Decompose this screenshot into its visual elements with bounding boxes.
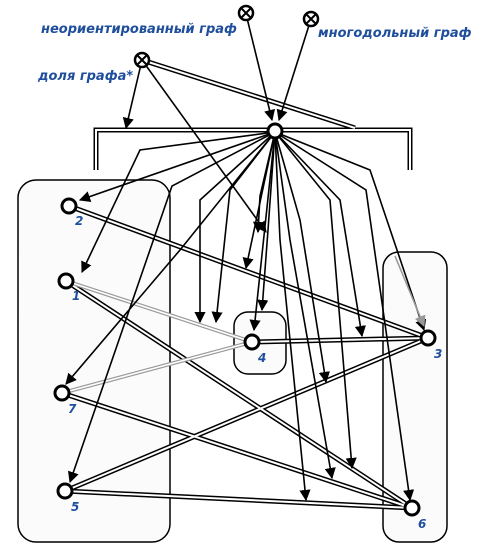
directed-edges (65, 13, 427, 502)
faint-edges (61, 279, 253, 395)
crossed-node-graph-part (133, 51, 151, 69)
node-label-1: 1 (72, 289, 80, 303)
hub-node (266, 122, 284, 140)
node-1 (57, 272, 75, 290)
node-3 (419, 329, 437, 347)
label-undirected-graph: неориентированный граф (41, 22, 237, 37)
crossed-node-multigraph (302, 10, 320, 28)
grey-arrow (394, 255, 426, 328)
node-label-2: 2 (75, 214, 83, 228)
node-label-5: 5 (71, 500, 79, 514)
partition-left (17, 179, 171, 543)
node-4 (243, 333, 261, 351)
undirected-edges (61, 57, 429, 511)
node-6 (403, 499, 421, 517)
label-graph-part: доля графа* (37, 69, 133, 84)
node-7 (53, 384, 71, 402)
node-5 (56, 482, 74, 500)
node-2 (60, 197, 78, 215)
node-label-6: 6 (418, 517, 426, 531)
node-label-7: 7 (68, 402, 77, 416)
partition-right (382, 251, 448, 543)
node-label-3: 3 (434, 347, 442, 361)
crossed-node-undirected (237, 4, 255, 22)
node-label-4: 4 (257, 351, 266, 365)
label-multipartite-graph: многодольный граф (318, 26, 472, 41)
